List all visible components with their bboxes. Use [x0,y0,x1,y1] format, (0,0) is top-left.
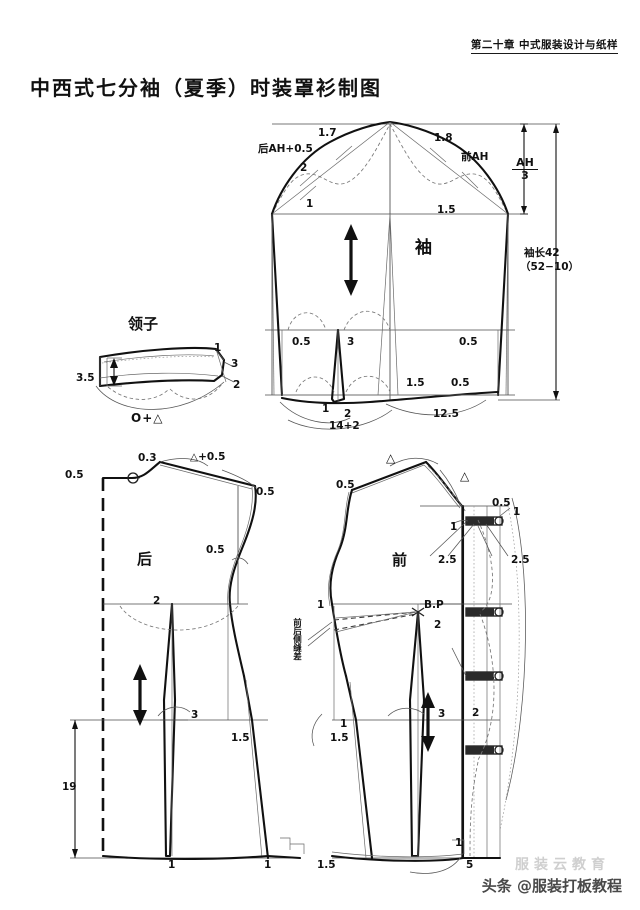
collar-piece-label: 领子 [128,315,159,333]
page-title: 中西式七分袖（夏季）时装罩衫制图 [30,76,382,100]
front-hem-15b-label: 1.5 [317,859,336,871]
front-hem-15-label: 1.5 [330,732,349,744]
sleeve-hem-2-label: 2 [344,408,352,420]
back-neck-05-label: 0.5 [65,469,84,481]
front-bp-label: B.P [424,599,444,611]
collar-height-label: 3.5 [76,372,95,384]
front-bodice-group [266,457,526,874]
front-armhole-1-label: 1 [317,599,325,611]
back-hem-1b-label: 1 [264,859,272,871]
back-dart-2-label: 2 [153,595,161,607]
sleeve-length-label: 袖长42 [524,247,560,259]
front-placket-2-label: 2 [472,707,480,719]
sleeve-hem-total-label: 14+2 [329,420,360,432]
back-waist-19-label: 19 [62,781,77,793]
back-shoulder-formula-label: △+0.5 [190,451,226,463]
watermark-faint: 服装云教育 [515,857,610,873]
front-hem-corner-1-label: 1 [455,837,463,849]
back-shoulder-03-label: 0.3 [138,452,157,464]
front-hem-5-label: 5 [466,859,474,871]
sleeve-elbow-left-label: 0.5 [292,336,311,348]
sleeve-length-calc-label: （52−10） [520,261,580,273]
sleeve-hem-15-label: 1.5 [406,377,425,389]
chapter-header: 第二十章 中式服装设计与纸样 [470,39,618,55]
sleeve-cap-right-1-label: 1.8 [434,132,453,144]
ah-fraction-numerator: AH [512,157,538,170]
front-button-25a-label: 2.5 [438,554,457,566]
sleeve-hem-125-label: 12.5 [433,408,459,420]
front-shoulder-triangle-b-label: △ [460,469,470,483]
sleeve-cap-left-3-label: 1 [306,198,314,210]
sleeve-elbow-mid-label: 3 [347,336,355,348]
front-left-1-label: 1 [340,718,348,730]
ah-over-3-fraction: AH 3 [512,157,538,181]
back-hem-1a-label: 1 [168,859,176,871]
collar-tip-3-label: 3 [231,358,239,370]
back-dart-3-label: 3 [191,709,199,721]
collar-length-formula-label: O+△ [131,411,164,425]
collar-tip-2-label: 2 [233,379,241,391]
ah-fraction-denominator: 3 [521,168,529,182]
front-neck-05-label: 0.5 [492,497,511,509]
back-ah-label: 后AH+0.5 [258,143,313,155]
back-bodice-group [70,458,300,861]
front-shoulder-05-label: 0.5 [336,479,355,491]
sleeve-cap-left-2-label: 2 [300,162,308,174]
front-ah-label: 前AH [461,151,489,163]
sleeve-hem-05-label: 0.5 [451,377,470,389]
back-armhole-05a-label: 0.5 [256,486,275,498]
back-side-15-label: 1.5 [231,732,250,744]
front-placket-1b-label: 1 [450,521,458,533]
sleeve-hem-1-label: 1 [322,403,330,415]
front-bust-dart-2-label: 2 [434,619,442,631]
sleeve-cap-right-2-label: 1.5 [437,204,456,216]
sleeve-cap-left-1-label: 1.7 [318,127,337,139]
back-piece-label: 后 [137,550,153,568]
sleeve-piece-label: 袖 [415,238,432,258]
sleeve-elbow-right-label: 0.5 [459,336,478,348]
collar-tip-1-label: 1 [214,342,222,354]
watermark: 头条 @服装打板教程 [481,877,622,895]
front-piece-label: 前 [392,551,408,569]
front-button-25b-label: 2.5 [511,554,530,566]
collar-pattern-group [95,346,235,410]
front-shoulder-triangle-a-label: △ [386,451,396,465]
front-dart-3-label: 3 [438,708,446,720]
front-placket-1a-label: 1 [513,506,521,518]
back-armhole-05b-label: 0.5 [206,544,225,556]
front-side-seam-diff-label: 前后侧缝差 [291,618,302,661]
sleeve-pattern-group [265,120,560,430]
